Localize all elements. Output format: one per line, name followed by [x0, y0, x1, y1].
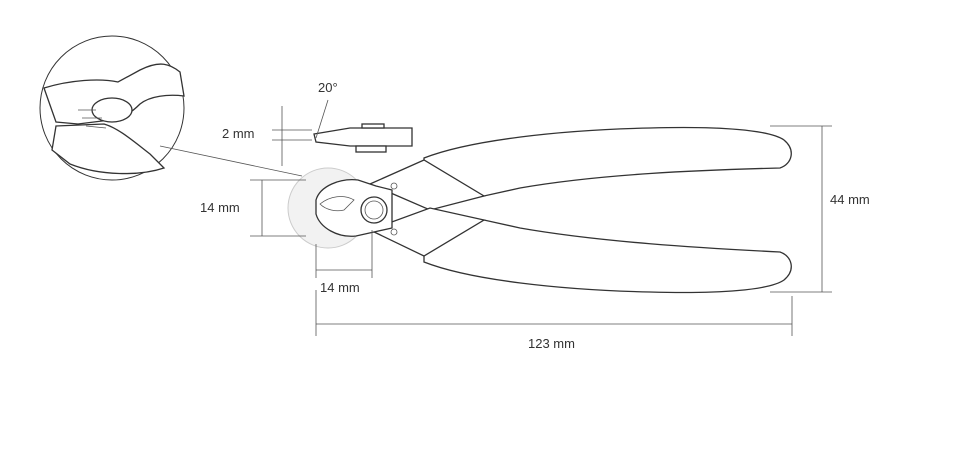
tip-thickness-dimension: 2 mm [222, 106, 312, 166]
jaw-length-label: 14 mm [320, 280, 360, 295]
lower-arm [368, 207, 486, 257]
tip-profile: 20° [313, 80, 413, 153]
jaw-length-dimension: 14 mm [315, 230, 373, 295]
tip-profile-bottom-plate [355, 145, 387, 153]
angle-leader [315, 99, 329, 139]
detail-edge-lines [78, 109, 107, 129]
jaw-height-dimension: 14 mm [200, 179, 306, 237]
tip-profile-shape [313, 127, 413, 147]
magnified-detail [39, 35, 303, 181]
rivet-top [390, 182, 398, 190]
detail-lower-jaw [51, 123, 166, 175]
lower-handle [423, 219, 792, 294]
angle-label: 20° [318, 80, 338, 95]
leader-line [159, 145, 303, 177]
overall-length-label: 123 mm [528, 336, 575, 351]
pliers [315, 126, 792, 294]
jaw-opening [319, 196, 355, 212]
upper-handle [423, 126, 792, 197]
tip-thickness-label: 2 mm [222, 126, 255, 141]
handle-span-dimension: 44 mm [770, 125, 870, 293]
tip-profile-top-plate [361, 123, 385, 129]
pivot-inner [364, 200, 384, 220]
overall-length-dimension: 123 mm [315, 290, 793, 351]
magnifier-circle [39, 35, 185, 181]
handle-span-label: 44 mm [830, 192, 870, 207]
rivet-bottom [390, 228, 398, 236]
jaw-height-label: 14 mm [200, 200, 240, 215]
upper-arm [368, 159, 486, 211]
